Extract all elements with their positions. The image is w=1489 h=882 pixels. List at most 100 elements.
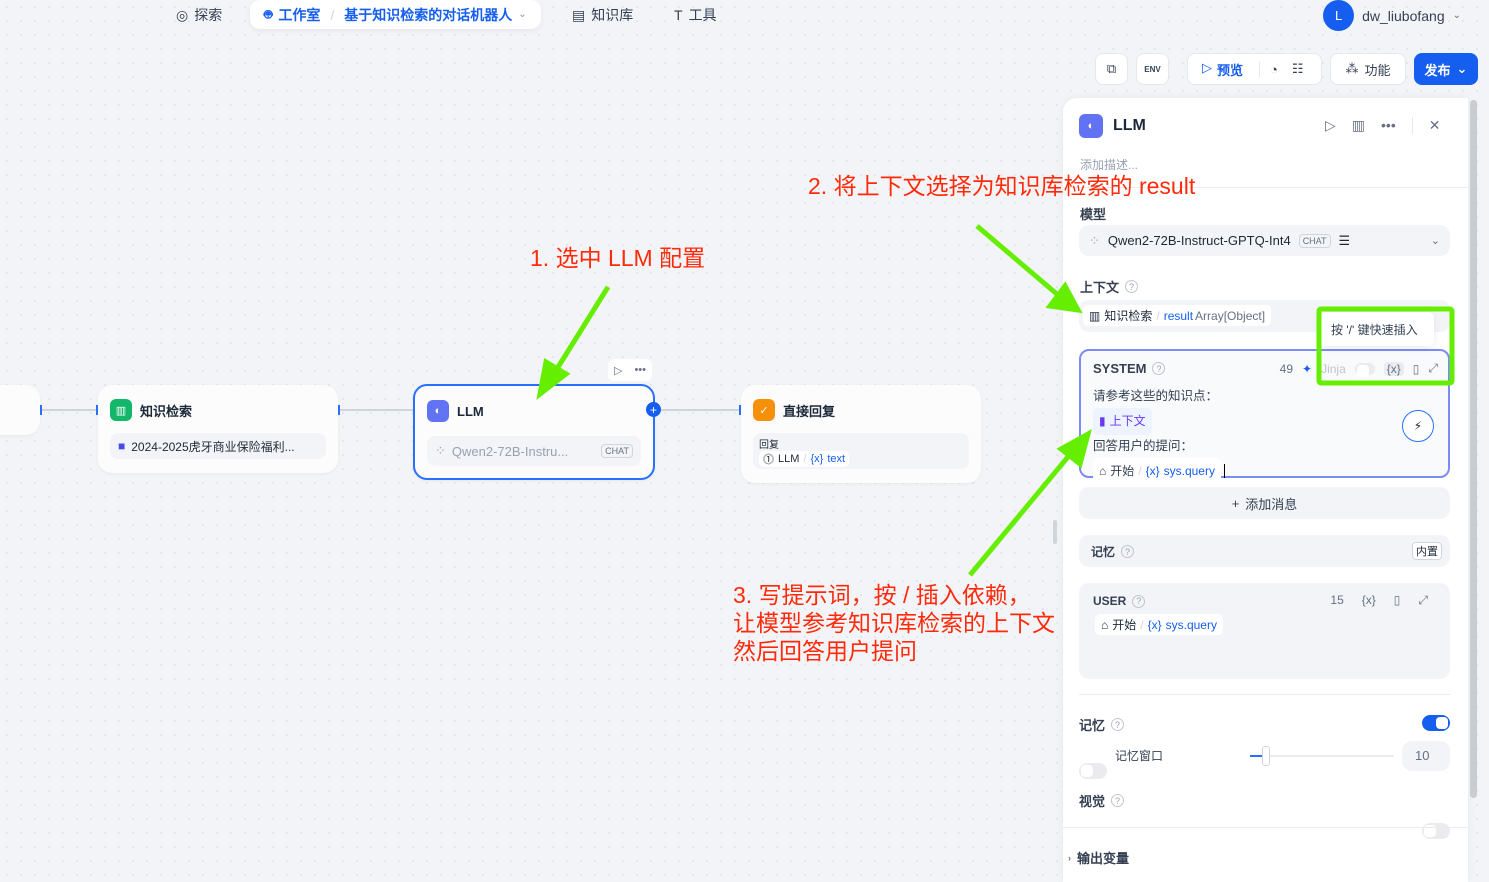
prompt-line: 回答用户的提问： [1093, 439, 1194, 453]
llm-icon: ◐ [427, 400, 449, 422]
checklist-icon[interactable]: ☷ [1291, 61, 1304, 76]
nav-explore[interactable]: ◎探索 [176, 5, 222, 25]
jinja-toggle[interactable] [1354, 362, 1375, 377]
breadcrumb-app[interactable]: 基于知识检索的对话机器人 [344, 6, 513, 23]
chevron-right-icon: › [1068, 852, 1071, 863]
magic-wand-icon[interactable]: ⚡︎ [1402, 410, 1434, 442]
memory-window-label: 记忆窗口 [1115, 749, 1164, 763]
annotation-step-1: 1. 选中 LLM 配置 [530, 245, 706, 271]
memory-toggle-label: 记忆 [1079, 718, 1106, 733]
clipboard-icon[interactable]: ▯ [1412, 361, 1420, 376]
settings-icon[interactable]: ☰ [1338, 232, 1351, 248]
system-prompt-editor[interactable]: SYSTEM? 49✦ Jinja {x}▯⤢ 请参考这些的知识点： ▮上下文 … [1079, 349, 1450, 485]
token-count: 49 [1279, 361, 1294, 376]
insert-tooltip: 按 '/' 键快速插入 [1319, 312, 1434, 346]
node-actions: ▷ ••• [608, 359, 652, 381]
start-node[interactable] [0, 385, 40, 435]
publish-label: 发布 [1424, 62, 1451, 78]
insert-var-icon[interactable]: {x} [1383, 361, 1404, 376]
help-icon: ? [1152, 362, 1166, 375]
model-icon: ⁘ [1089, 232, 1100, 248]
chevron-down-icon: ⌄ [1430, 235, 1440, 247]
breadcrumb[interactable]: 🤖︎工作室/基于知识检索的对话机器人⌄ [250, 0, 541, 29]
arrow-2 [975, 224, 1060, 297]
edge [340, 409, 413, 411]
answer-icon: ✓ [753, 399, 775, 421]
resize-handle[interactable] [1053, 520, 1057, 544]
llm-panel: ◐ LLM ▷▥•••✕ 添加描述... 模型 ⁘Qwen2-72B-Instr… [1063, 98, 1468, 882]
arrow-1 [552, 285, 611, 374]
knowledge-node[interactable]: ▥知识检索 ■2024-2025虎牙商业保险福利... [98, 385, 338, 473]
breadcrumb-sep: / [330, 6, 335, 23]
var-name: text [827, 453, 846, 465]
output-vars-toggle[interactable]: 输出变量 [1077, 851, 1130, 866]
context-type: Array[Object] [1195, 308, 1266, 323]
help-doc-icon[interactable]: ▥ [1351, 117, 1366, 133]
add-message-button[interactable]: +添加消息 [1079, 487, 1450, 519]
folder-icon: ■ [118, 439, 126, 453]
context-chip: 上下文 [1109, 414, 1146, 428]
features-icon: ⁂ [1345, 61, 1359, 76]
node-title: 知识检索 [140, 403, 193, 419]
mode-tag: CHAT [601, 444, 633, 458]
annotation-line: 让模型参考知识库检索的上下文 [733, 610, 1055, 636]
builtin-tag: 内置 [1412, 542, 1442, 560]
preview-button[interactable]: ▷预览 [1202, 60, 1243, 79]
home-icon: ⌂ [1101, 617, 1109, 632]
arrow-head [1056, 428, 1092, 469]
memory-window-toggle[interactable] [1079, 763, 1107, 779]
var-name: sys.query [1163, 464, 1215, 478]
features-button[interactable]: ⁂功能 [1330, 53, 1406, 85]
more-icon[interactable]: ••• [634, 364, 646, 376]
jinja-label: Jinja [1321, 361, 1346, 376]
expand-icon[interactable]: ⤢ [1428, 361, 1438, 375]
slider-handle[interactable] [1262, 746, 1270, 766]
publish-button[interactable]: 发布⌄ [1414, 53, 1478, 85]
preview-label: 预览 [1217, 62, 1244, 78]
add-node-icon[interactable]: + [646, 402, 661, 417]
sparkle-icon[interactable]: ✦ [1302, 361, 1313, 376]
context-node: 知识检索 [1104, 309, 1153, 323]
scrollbar[interactable] [1470, 100, 1477, 798]
insert-var-icon[interactable]: {x} [1361, 593, 1376, 607]
nav-tools-label: 工具 [688, 7, 717, 23]
clipboard-icon[interactable]: ▯ [1393, 593, 1401, 607]
breadcrumb-studio[interactable]: 工作室 [278, 6, 321, 23]
description-input[interactable]: 添加描述... [1080, 158, 1139, 172]
expand-icon[interactable]: ⤢ [1418, 593, 1428, 607]
history-icon[interactable]: ◔ [1259, 61, 1278, 77]
node-title: LLM [457, 403, 484, 419]
dataset-name: 2024-2025虎牙商业保险福利... [131, 439, 295, 454]
llm-icon: ⓵ [763, 454, 774, 466]
llm-icon: ◐ [1079, 114, 1103, 138]
role-label: USER [1093, 594, 1127, 608]
memory-toggle[interactable] [1422, 715, 1450, 731]
more-icon[interactable]: ••• [1381, 117, 1396, 133]
env-button[interactable]: ENV [1136, 53, 1169, 85]
memory-window-input[interactable]: 10 [1402, 741, 1450, 771]
context-var: result [1163, 308, 1194, 323]
home-icon: ⌂ [1099, 464, 1107, 478]
vision-label: 视觉 [1079, 794, 1106, 809]
memory-label: 记忆 [1091, 545, 1116, 559]
memory-window-slider[interactable] [1250, 746, 1394, 766]
run-icon[interactable]: ▷ [613, 364, 623, 377]
divider [1063, 827, 1468, 828]
run-icon[interactable]: ▷ [1325, 117, 1336, 133]
nav-explore-label: 探索 [194, 7, 223, 23]
context-label: 上下文 [1080, 280, 1120, 295]
llm-node[interactable]: ◐LLM ⁘Qwen2-72B-Instru...CHAT [413, 384, 655, 480]
help-icon: ? [1111, 718, 1125, 731]
chevron-down-icon: ⌄ [518, 9, 527, 20]
chat-variables-button[interactable]: ⧉ [1095, 53, 1128, 85]
close-icon[interactable]: ✕ [1411, 117, 1440, 134]
nav-knowledge[interactable]: ▤知识库 [572, 5, 633, 25]
panel-title: LLM [1113, 117, 1146, 134]
user-prompt-editor[interactable]: USER? 15{x}▯⤢ ⌂开始/{x}sys.query [1079, 583, 1450, 679]
model-name: Qwen2-72B-Instru... [451, 443, 569, 459]
